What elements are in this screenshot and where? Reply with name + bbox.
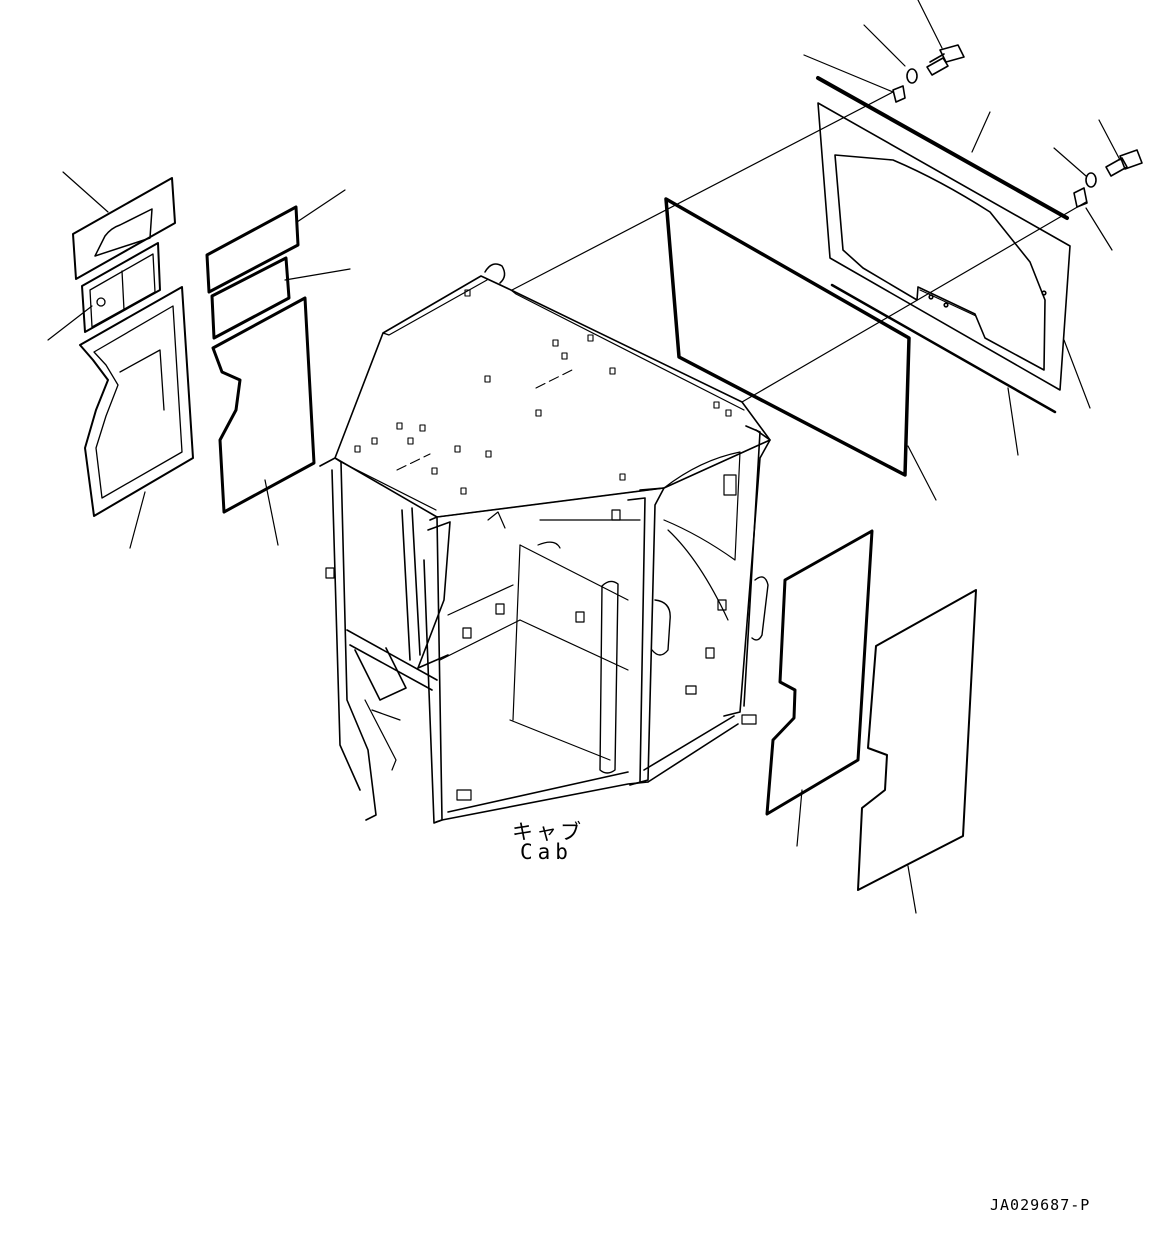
- nut-plate-right: [1074, 188, 1087, 207]
- bolt-upper: [927, 45, 964, 75]
- washer-right: [1086, 173, 1096, 187]
- rear-window-glass: [666, 199, 909, 475]
- right-side-glass-inner: [767, 531, 872, 814]
- small-front-glass: [73, 178, 175, 279]
- bolt-right: [1106, 150, 1142, 176]
- nut-plate-upper: [893, 86, 905, 102]
- left-side-glass-panel: [80, 287, 193, 516]
- leader-lines: [48, 0, 1120, 913]
- right-side-glass-outer: [858, 590, 976, 890]
- cab-label-japanese: キャブ: [512, 820, 584, 844]
- washer-upper: [907, 69, 917, 83]
- small-glass-frame: [82, 243, 160, 332]
- cab-label-english: Cab: [520, 840, 573, 864]
- top-seal-strip: [818, 78, 1067, 218]
- upper-seal-strip: [207, 207, 298, 292]
- cab-frame: [320, 264, 770, 823]
- left-door-glass: [213, 298, 314, 512]
- roof-holes: [355, 290, 731, 494]
- door-panel: [818, 103, 1070, 390]
- middle-seal-strip: [212, 258, 289, 338]
- drawing-code: JA029687-P: [990, 1196, 1091, 1214]
- lower-seal-strip: [832, 285, 1055, 412]
